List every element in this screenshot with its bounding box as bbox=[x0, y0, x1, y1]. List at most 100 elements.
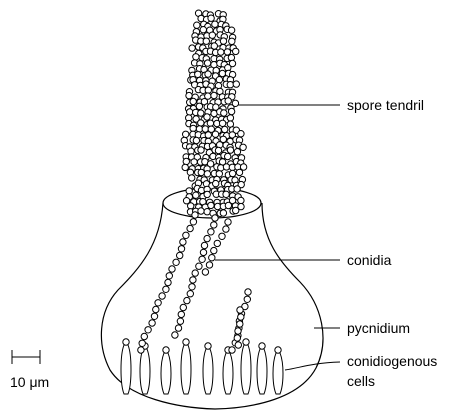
conidium bbox=[177, 252, 183, 258]
conidium bbox=[196, 103, 202, 109]
conidium bbox=[238, 131, 244, 137]
conidium bbox=[227, 82, 233, 88]
conidiogenous-cells bbox=[121, 339, 283, 394]
conidium bbox=[205, 71, 211, 77]
conidium bbox=[182, 164, 188, 170]
conidium bbox=[233, 207, 239, 213]
conidium bbox=[169, 266, 175, 272]
conidium bbox=[183, 232, 189, 238]
conidium bbox=[229, 38, 235, 44]
conidium bbox=[225, 98, 231, 104]
conidium bbox=[204, 191, 210, 197]
conidiogenous-cell bbox=[181, 345, 191, 394]
conidium bbox=[193, 192, 199, 198]
label-spore-tendril: spore tendril bbox=[347, 97, 424, 113]
conidium bbox=[220, 210, 226, 216]
conidium bbox=[183, 131, 189, 137]
conidium bbox=[178, 246, 184, 252]
conidium bbox=[193, 137, 199, 143]
conidium bbox=[204, 60, 210, 66]
conidium bbox=[225, 202, 231, 208]
conidium bbox=[216, 77, 222, 83]
conidium bbox=[209, 32, 215, 38]
conidium bbox=[193, 54, 199, 60]
conidium bbox=[166, 273, 172, 279]
conidium bbox=[153, 306, 159, 312]
conidium bbox=[204, 171, 210, 177]
conidium bbox=[225, 153, 231, 159]
conidiogenous-cell bbox=[203, 349, 213, 394]
conidium bbox=[223, 191, 229, 197]
conidium bbox=[159, 293, 165, 299]
conidium bbox=[175, 325, 181, 331]
conidium bbox=[212, 21, 218, 27]
conidium bbox=[190, 277, 196, 283]
conidium bbox=[209, 255, 215, 261]
conidium bbox=[198, 208, 204, 214]
label-pycnidium: pycnidium bbox=[347, 320, 410, 336]
conidium bbox=[187, 109, 193, 115]
conidiogenous-cell bbox=[140, 349, 150, 394]
conidium bbox=[151, 313, 157, 319]
conidium-tip bbox=[163, 347, 169, 353]
conidium bbox=[145, 327, 151, 333]
conidium bbox=[219, 120, 225, 126]
conidiogenous-cell bbox=[273, 353, 283, 394]
conidium bbox=[229, 170, 235, 176]
conidium bbox=[194, 22, 200, 28]
conidium bbox=[177, 318, 183, 324]
label-conidia: conidia bbox=[347, 252, 392, 268]
conidium bbox=[236, 169, 242, 175]
conidium bbox=[192, 212, 198, 218]
conidium bbox=[163, 286, 169, 292]
conidium-tip bbox=[123, 339, 129, 345]
conidium bbox=[199, 256, 205, 262]
leader-line-conidiogenous-cells bbox=[285, 362, 340, 370]
conidium bbox=[173, 259, 179, 265]
conidium-tip bbox=[183, 339, 189, 345]
conidium bbox=[204, 114, 210, 120]
conidium bbox=[198, 120, 204, 126]
conidium-tip bbox=[205, 343, 211, 349]
conidium bbox=[203, 38, 209, 44]
conidium bbox=[155, 300, 161, 306]
conidium bbox=[189, 284, 195, 290]
conidium bbox=[198, 147, 204, 153]
conidium bbox=[234, 149, 240, 155]
conidium bbox=[200, 249, 206, 255]
label-conidiogenous: conidiogenous bbox=[347, 353, 437, 369]
conidium bbox=[238, 197, 244, 203]
conidium bbox=[211, 92, 217, 98]
conidium bbox=[165, 279, 171, 285]
conidium bbox=[222, 126, 228, 132]
conidium bbox=[190, 98, 196, 104]
conidium bbox=[212, 215, 218, 221]
conidium bbox=[187, 225, 193, 231]
conidium bbox=[215, 147, 221, 153]
conidium bbox=[206, 262, 212, 268]
conidium bbox=[200, 27, 206, 33]
label-cells: cells bbox=[347, 373, 375, 389]
conidium bbox=[228, 54, 234, 60]
conidium bbox=[238, 314, 244, 320]
conidium bbox=[237, 307, 243, 313]
conidium bbox=[219, 233, 225, 239]
conidium bbox=[204, 209, 210, 215]
conidiogenous-cell bbox=[257, 349, 267, 394]
conidium bbox=[240, 144, 246, 150]
conidium bbox=[198, 169, 204, 175]
conidium bbox=[227, 115, 233, 121]
conidium bbox=[211, 222, 217, 228]
conidium bbox=[190, 219, 196, 225]
conidium bbox=[172, 332, 178, 338]
conidium bbox=[218, 49, 224, 55]
conidium bbox=[235, 328, 241, 334]
conidium bbox=[211, 247, 217, 253]
conidium bbox=[139, 340, 145, 346]
conidium bbox=[237, 321, 243, 327]
conidium bbox=[233, 48, 239, 54]
conidium bbox=[223, 226, 229, 232]
conidium-tip bbox=[259, 343, 265, 349]
scale-bar: 10 μm bbox=[10, 350, 49, 390]
